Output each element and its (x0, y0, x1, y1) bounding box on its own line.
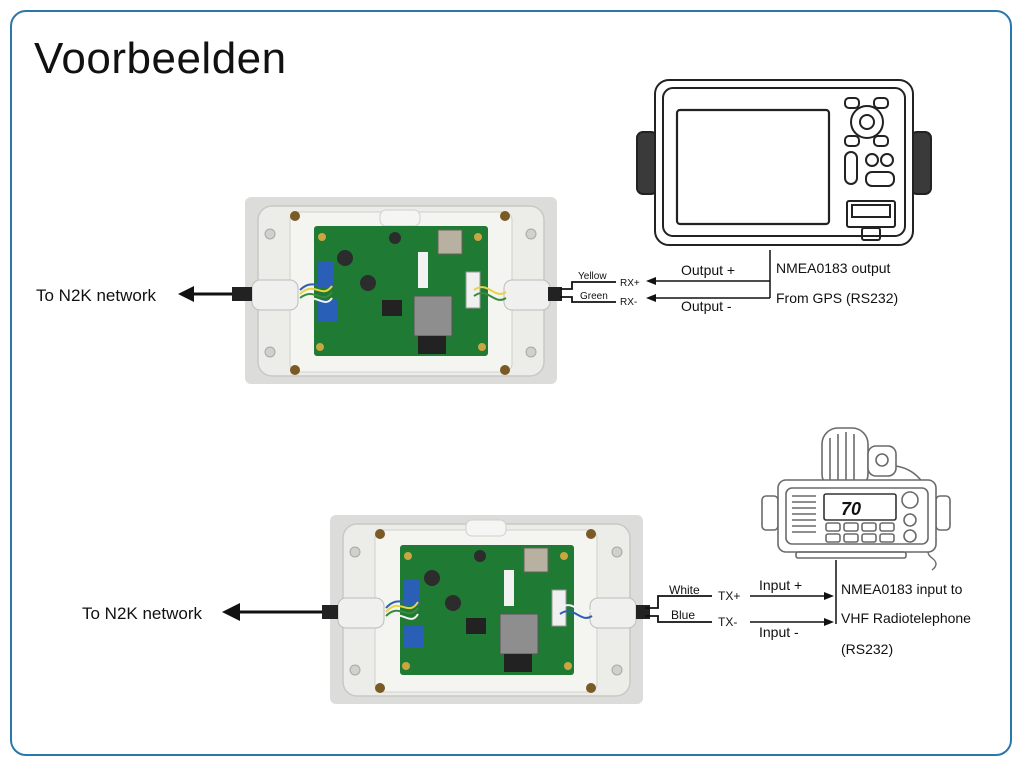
vhf-target-line-1: NMEA0183 input to (841, 581, 963, 597)
wire-green-label: Green (580, 291, 608, 302)
gps-source-line-2: From GPS (RS232) (776, 290, 898, 306)
vhf-example: To N2K network (82, 427, 971, 704)
wire-yellow-label: Yellow (578, 271, 607, 282)
vhf-radio-icon (761, 427, 951, 571)
gateway-device-bottom (322, 515, 650, 704)
input-minus-label: Input - (759, 624, 799, 640)
terminal-rx-plus: RX+ (620, 278, 640, 289)
n2k-label-top: To N2K network (36, 286, 156, 305)
output-plus-label: Output + (681, 262, 735, 278)
wire-white-label: White (669, 583, 700, 597)
terminal-tx-plus: TX+ (718, 589, 740, 603)
terminal-rx-minus: RX- (620, 297, 637, 308)
gateway-device-top (232, 197, 562, 384)
gps-source-line-1: NMEA0183 output (776, 260, 891, 276)
signal-arrows-top (646, 250, 771, 302)
terminal-tx-minus: TX- (718, 615, 737, 629)
gps-example: To N2K network (36, 79, 932, 384)
signal-arrows-bottom (750, 560, 837, 626)
wiring-bottom (645, 595, 712, 623)
output-minus-label: Output - (681, 298, 732, 314)
wiring-top (560, 281, 616, 303)
n2k-label-bottom: To N2K network (82, 604, 202, 623)
vhf-channel-display: 70 (841, 499, 861, 519)
n2k-arrow-bottom (222, 603, 332, 621)
input-plus-label: Input + (759, 577, 802, 593)
gps-plotter-icon (636, 79, 932, 246)
vhf-target-line-2: VHF Radiotelephone (841, 610, 971, 626)
wire-blue-label: Blue (671, 608, 695, 622)
slide-title: Voorbeelden (34, 34, 287, 83)
vhf-target-line-3: (RS232) (841, 641, 893, 657)
